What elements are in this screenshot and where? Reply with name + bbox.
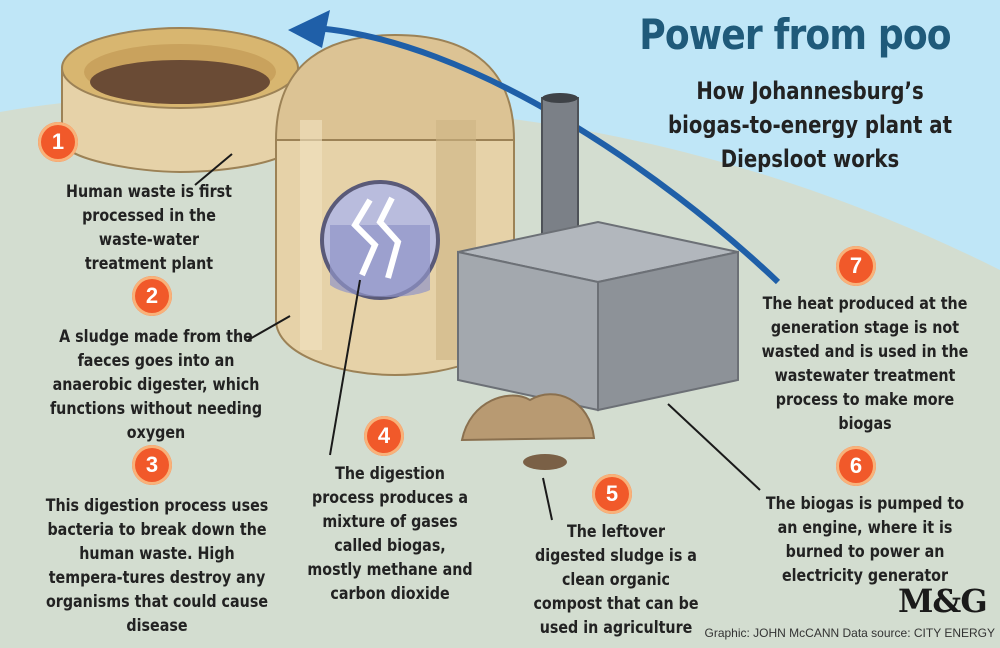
step-3-text: This digestion process uses bacteria to … [45, 496, 269, 636]
step-3-badge: 3 [132, 445, 172, 485]
engine-generator-block [457, 93, 739, 412]
step-5-text: The leftover digested sludge is a clean … [533, 522, 699, 638]
step-4-badge: 4 [364, 416, 404, 456]
step-2-text: A sludge made from the faeces goes into … [49, 327, 263, 443]
step-7-badge: 7 [836, 246, 876, 286]
credit-line: Graphic: JOHN McCANN Data source: CITY E… [704, 626, 995, 640]
arrow-head [288, 10, 330, 48]
step-6-badge: 6 [836, 446, 876, 486]
step-4-text: The digestion process produces a mixture… [307, 464, 473, 604]
main-title: Power from poo [639, 10, 951, 59]
step-7-text: The heat produced at the generation stag… [761, 294, 969, 434]
anaerobic-digester [274, 33, 516, 377]
step-2-badge: 2 [132, 276, 172, 316]
treatment-tank [61, 27, 299, 174]
compost-pile [460, 393, 596, 470]
step-6-text: The biogas is pumped to an engine, where… [765, 494, 965, 586]
step-5-badge: 5 [592, 474, 632, 514]
subtitle: How Johannesburg’s biogas-to-energy plan… [668, 77, 952, 173]
step-1-badge: 1 [38, 122, 78, 162]
leader-lines [194, 153, 761, 521]
mg-logo: M&G [898, 582, 988, 620]
step-1-text: Human waste is first processed in the wa… [66, 182, 232, 274]
